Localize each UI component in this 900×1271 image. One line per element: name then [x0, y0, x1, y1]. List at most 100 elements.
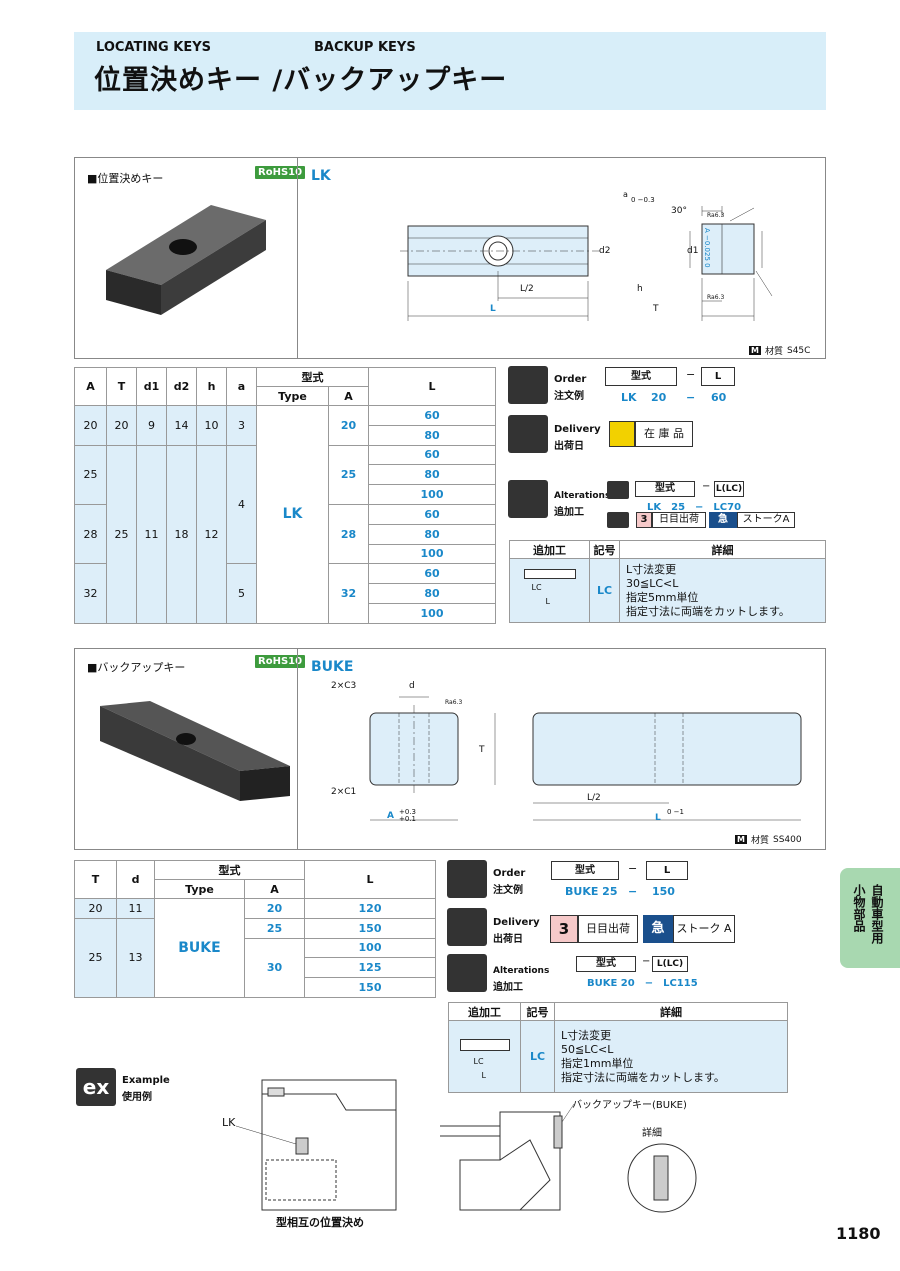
alt-col-header-process: 追加工 [509, 540, 590, 559]
alt-col-header-code: 記号 [589, 540, 620, 559]
lk-order-en: Order [554, 374, 587, 385]
buke-alteration-table: 追加工 記号 詳細 LC L LC L寸法変更 50≦LC<L 指定1mm単位 … [448, 1002, 788, 1093]
table-row: 150 [75, 977, 436, 998]
buke-drawing [369, 696, 802, 821]
col-header-T: T [106, 367, 137, 406]
example-icon: ex [76, 1068, 116, 1106]
lk-alt-L-header: L(LC) [714, 481, 744, 497]
example-buke-drawing [440, 1103, 697, 1213]
phone-order-icon [447, 860, 487, 898]
material-icon: M [749, 346, 761, 355]
buke-dim-ra: Ra6.3 [445, 699, 463, 706]
buke-order-value-model: BUKE 25 [565, 885, 618, 898]
col-header-d: d [116, 860, 155, 899]
example-caption: 型相互の位置決め [276, 1216, 364, 1229]
col-header-model: 型式 [154, 860, 305, 880]
buke-days-number: 3 [550, 915, 578, 943]
buke-dim-A-tol: +0.3 +0.1 [399, 808, 416, 823]
buke-dim-c1: 2×C1 [331, 787, 357, 797]
buke-dim-T: T [479, 745, 485, 755]
col-header-a: a [226, 367, 257, 406]
lk-order-jp: 注文例 [554, 391, 584, 402]
lk-type-cell: LK [256, 405, 329, 624]
lk-stock-label: 在 庫 品 [635, 421, 693, 447]
lk-delivery-jp: 出荷日 [554, 441, 584, 452]
buke-dim-c3: 2×C3 [331, 681, 357, 691]
alt-col-header-detail: 詳細 [619, 540, 826, 559]
phone-order-icon [508, 366, 548, 404]
buke-order-jp: 注文例 [493, 885, 523, 896]
drill-alterations-icon [508, 480, 548, 518]
col-header-h: h [196, 367, 227, 406]
lk-order-value-A: 20 [651, 391, 667, 404]
buke-rohs-badge: RoHS10 [255, 655, 306, 668]
buke-alterations-en: Alterations [493, 966, 550, 976]
buke-dim-L-tol: 0 −1 [667, 808, 684, 816]
lk-dim-angle: 30° [671, 206, 687, 216]
lk-dim-a-tol: 0 −0.3 [631, 196, 655, 204]
buke-order-value-L: 150 [652, 885, 675, 898]
alt-col-header-detail: 詳細 [554, 1002, 788, 1021]
subtitle-backup-keys: BACKUP KEYS [314, 40, 416, 55]
lk-order-L-header: L [701, 367, 735, 386]
buke-product-box: ■バックアップキー RoHS10 BUKE 2×C3 2×C1 d T A +0… [74, 648, 826, 850]
col-header-d1: d1 [136, 367, 167, 406]
buke-delivery-jp: 出荷日 [493, 934, 523, 945]
col-header-A: A [74, 367, 107, 406]
buke-order-dash: − [628, 862, 638, 875]
truck-delivery-icon [508, 415, 548, 453]
truck-delivery-icon [447, 908, 487, 946]
lk-product-photo [106, 205, 266, 315]
lk-order-value-model: LK [621, 391, 637, 404]
buke-dim-L: L [655, 813, 661, 823]
buke-alt-diagram: LC L [448, 1020, 521, 1093]
table-row: 25 13 25 150 [74, 917, 436, 998]
buke-alt-dash: − [642, 956, 651, 967]
lk-rohs-badge: RoHS10 [255, 166, 306, 179]
side-category-tab: 自動車型用 小物部品 [840, 868, 900, 968]
lk-delivery-en: Delivery [554, 424, 601, 435]
lk-alt-diagram: LC L [509, 558, 590, 623]
lk-dim-A-tol: A −0.025 0 [703, 228, 711, 268]
lk-dim-L2: L/2 [520, 284, 534, 294]
example-lk-drawing [235, 1079, 397, 1211]
lk-order-model-header: 型式 [605, 367, 677, 386]
buke-divider [297, 649, 298, 849]
lk-alteration-table: 追加工 記号 詳細 LC L LC L寸法変更 30≦LC<L 指定5mm単位 … [509, 540, 826, 623]
lk-stroke-label: ストークA [737, 512, 795, 528]
buke-dim-A: A [387, 811, 394, 821]
lk-dim-ra-bottom: Ra6.3 [707, 294, 725, 301]
lk-alt-dash: − [702, 481, 711, 492]
example-lk-label: LK [222, 1116, 236, 1129]
buke-order-en: Order [493, 868, 526, 879]
page-number: 1180 [836, 1224, 881, 1243]
buke-section-title: ■バックアップキー [87, 661, 186, 674]
buke-dim-L2: L/2 [587, 793, 601, 803]
lk-dim-a: a [623, 190, 628, 199]
page-header: LOCATING KEYS BACKUP KEYS 位置決めキー /バックアップ… [74, 32, 826, 110]
lk-drawing [400, 206, 773, 321]
buke-order-value-dash: − [628, 885, 638, 898]
example-en: Example [122, 1075, 170, 1086]
lk-dimension-table: A T d1 d2 h a 型式 L Type A 20 20 9 14 10 … [74, 367, 496, 624]
buke-dim-d: d [409, 681, 415, 691]
col-header-L: L [304, 860, 436, 899]
lk-dim-d2: d2 [599, 246, 611, 256]
express-icon: 急 [709, 512, 737, 528]
alt-col-header-process: 追加工 [448, 1002, 521, 1021]
lk-dim-h: h [637, 284, 643, 294]
lk-alterations-en: Alterations [554, 491, 611, 501]
lk-material: M 材質 S45C [749, 345, 811, 357]
example-buke-label: バックアップキー(BUKE) [572, 1100, 687, 1111]
express-icon: 急 [643, 915, 673, 943]
table-row: LC L LC L寸法変更 50≦LC<L 指定1mm単位 指定寸法に両端をカッ… [448, 1020, 788, 1093]
buke-alt-value: BUKE 20 − LC115 [587, 978, 698, 989]
col-header-d2: d2 [166, 367, 197, 406]
alt-col-header-code: 記号 [520, 1002, 555, 1021]
phone-small-icon [607, 481, 629, 499]
side-tab-col1: 自動車型用 [870, 884, 884, 944]
stock-box-icon [609, 421, 635, 447]
col-header-A2: A [328, 386, 369, 406]
subtitle-locating-keys: LOCATING KEYS [96, 40, 211, 55]
table-row: 20 20 9 14 10 3 LK 20 60 [74, 405, 496, 624]
